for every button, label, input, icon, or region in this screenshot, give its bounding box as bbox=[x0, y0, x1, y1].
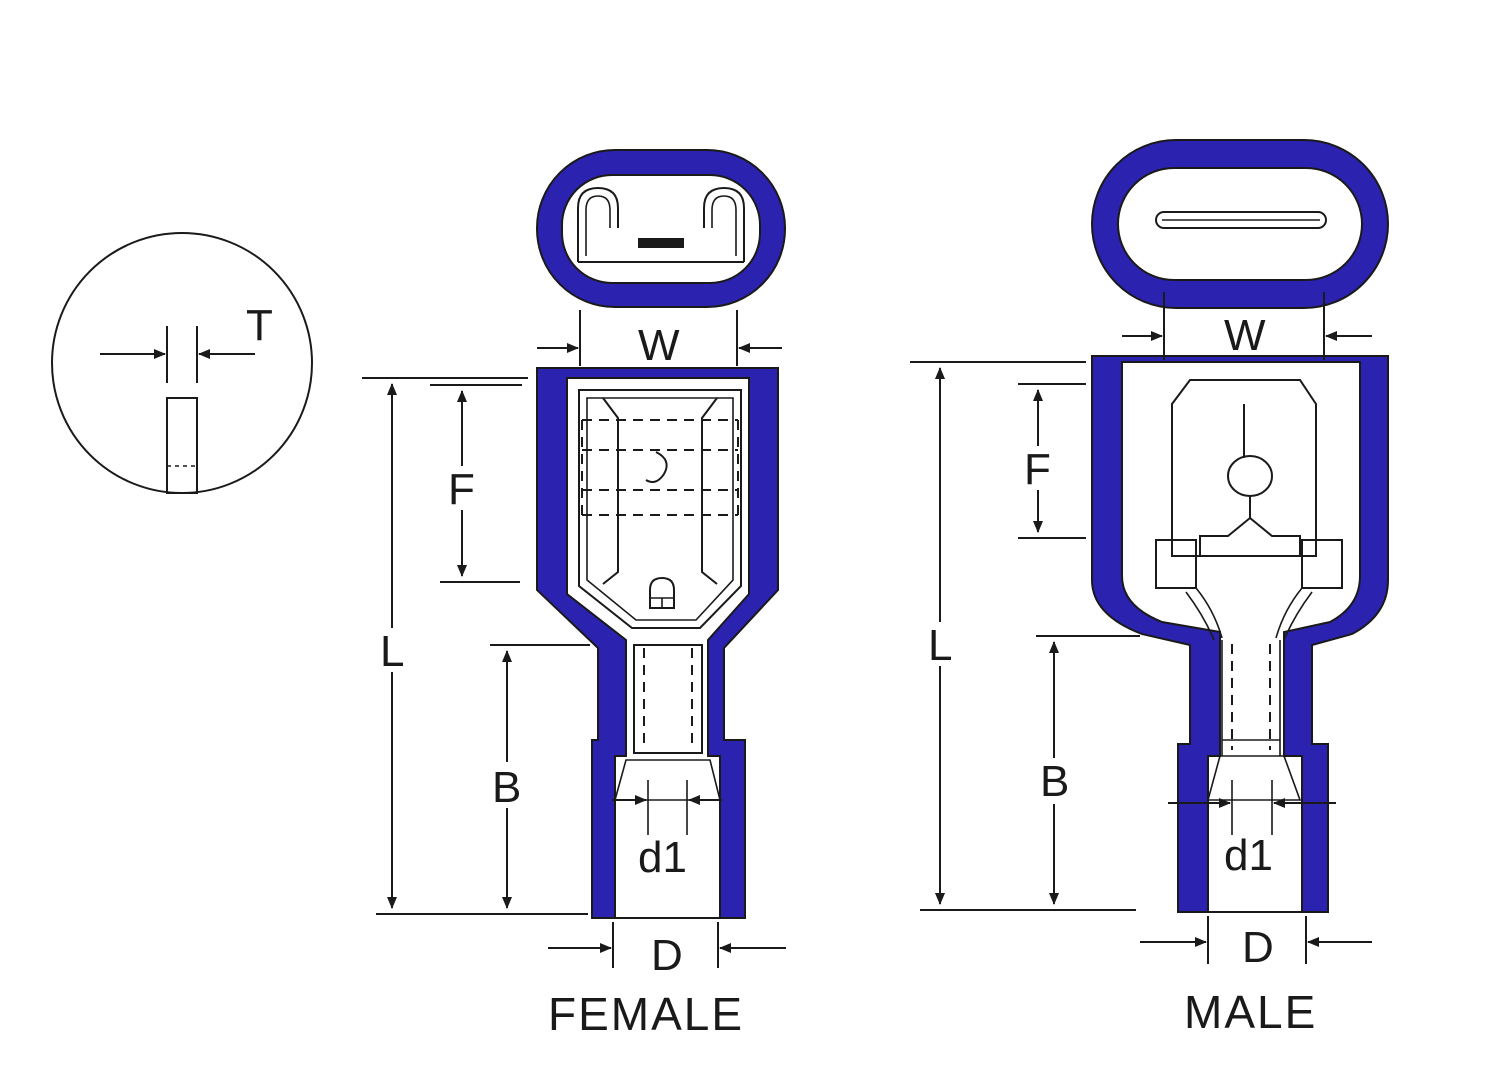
male-caption: MALE bbox=[1184, 986, 1317, 1038]
male-cavity bbox=[1121, 361, 1361, 913]
male-l-label: L bbox=[928, 621, 952, 670]
detail-circle bbox=[51, 232, 313, 494]
female-terminal: W L F B d1 D FEMALE bbox=[362, 149, 786, 1040]
female-w-label: W bbox=[638, 321, 680, 370]
thickness-detail: T bbox=[51, 232, 313, 494]
tab-cross-section bbox=[166, 397, 198, 494]
male-terminal: W L F B d1 D MALE bbox=[910, 139, 1389, 1038]
male-f-label: F bbox=[1024, 445, 1051, 494]
male-tab bbox=[1155, 379, 1343, 641]
male-b-label: B bbox=[1040, 757, 1069, 806]
male-end-view bbox=[1091, 139, 1389, 309]
female-b-label: B bbox=[492, 763, 521, 812]
male-barrel bbox=[1206, 640, 1302, 801]
female-d1-label: d1 bbox=[638, 833, 687, 882]
female-l-label: L bbox=[380, 627, 404, 676]
male-w-label: W bbox=[1224, 311, 1266, 360]
female-receptacle bbox=[578, 389, 742, 629]
female-f-label: F bbox=[448, 465, 475, 514]
male-d1-label: d1 bbox=[1224, 831, 1273, 880]
thickness-label: T bbox=[246, 301, 273, 350]
male-d-label: D bbox=[1242, 923, 1274, 972]
female-caption: FEMALE bbox=[548, 988, 744, 1040]
female-d-label: D bbox=[651, 931, 683, 980]
female-cavity bbox=[566, 377, 750, 919]
female-end-view bbox=[536, 149, 786, 308]
